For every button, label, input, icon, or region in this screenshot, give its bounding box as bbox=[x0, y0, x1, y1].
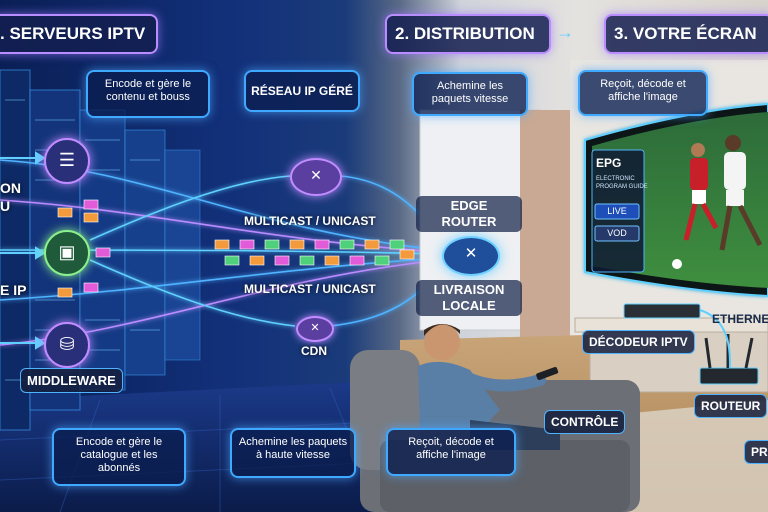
server-node: ☰ bbox=[44, 138, 90, 184]
label-ethernet: ETHERNE bbox=[712, 312, 768, 326]
callout-encode-top: Encode et gère le contenu et bouss bbox=[86, 70, 210, 118]
tv bbox=[584, 102, 768, 298]
header-distribution: 2. DISTRIBUTION bbox=[385, 14, 551, 54]
label-left-top-b: U bbox=[0, 198, 11, 214]
input-arrows bbox=[0, 151, 46, 350]
callout-recoit-bottom: Reçoit, décode et affiche l'image bbox=[386, 428, 516, 476]
edge-router-node: ✕ bbox=[442, 236, 500, 276]
vod-button bbox=[594, 225, 640, 242]
label-left-mid: E IP bbox=[0, 282, 27, 298]
live-label[interactable]: LIVE bbox=[607, 206, 627, 216]
callout-achemine-top: Achemine les paquets vitesse bbox=[412, 72, 528, 116]
label-decodeur: DÉCODEUR IPTV bbox=[582, 330, 695, 354]
live-button bbox=[594, 203, 640, 220]
epg-title: EPG bbox=[596, 156, 622, 170]
callout-reseau: RÉSEAU IP GÉRÉ bbox=[244, 70, 360, 112]
label-routeur: ROUTEUR bbox=[694, 394, 768, 418]
middleware-node: ⛁ bbox=[44, 322, 90, 368]
header-arrow-icon: → bbox=[556, 22, 574, 42]
cdn-node: ✕ bbox=[296, 316, 334, 342]
callout-achemine-bottom: Achemine les paquets à haute vitesse bbox=[230, 428, 356, 478]
server-icon: ☰ bbox=[58, 150, 76, 170]
edge-router-line-2: ROUTER bbox=[441, 214, 497, 229]
label-multicast-top: MULTICAST / UNICAST bbox=[244, 214, 376, 228]
header-servers: . SERVEURS IPTV bbox=[0, 14, 158, 54]
label-pr: PR bbox=[744, 440, 768, 464]
livraison-line-2: LOCALE bbox=[442, 298, 496, 313]
label-multicast-bottom: MULTICAST / UNICAST bbox=[244, 282, 376, 296]
router-icon: ✕ bbox=[310, 167, 322, 183]
ethernet-cable bbox=[699, 309, 731, 369]
callout-encode-bottom: Encode et gère le catalogue et les abonn… bbox=[52, 428, 186, 486]
header-screen: 3. VOTRE ÉCRAN bbox=[604, 14, 768, 54]
label-middleware: MIDDLEWARE bbox=[20, 368, 123, 393]
database-icon: ⛁ bbox=[59, 334, 75, 354]
curtain bbox=[520, 110, 570, 340]
label-cdn: CDN bbox=[301, 344, 327, 358]
document-icon: ▣ bbox=[58, 242, 76, 262]
content-node: ▣ bbox=[44, 230, 90, 276]
edge-router-icon: ✕ bbox=[464, 245, 478, 262]
vod-label[interactable]: VOD bbox=[607, 228, 627, 238]
decoder-device bbox=[623, 303, 701, 319]
epg-subtitle-1: ELECTRONIC bbox=[596, 176, 635, 182]
callout-recoit-top: Reçoit, décode et affiche l'image bbox=[578, 70, 708, 116]
router-device bbox=[699, 334, 759, 385]
livraison-line-1: LIVRAISON bbox=[433, 282, 505, 297]
router-node-top: ✕ bbox=[290, 158, 342, 196]
epg-subtitle-2: PROGRAM GUIDE bbox=[596, 184, 648, 190]
label-controle: CONTRÔLE bbox=[544, 410, 626, 434]
edge-router-label: EDGE ROUTER bbox=[416, 196, 522, 232]
cdn-icon: ✕ bbox=[310, 322, 320, 334]
label-left-top-a: ON bbox=[0, 180, 21, 196]
edge-router-line-1: EDGE bbox=[450, 198, 488, 213]
livraison-label: LIVRAISON LOCALE bbox=[416, 280, 522, 316]
